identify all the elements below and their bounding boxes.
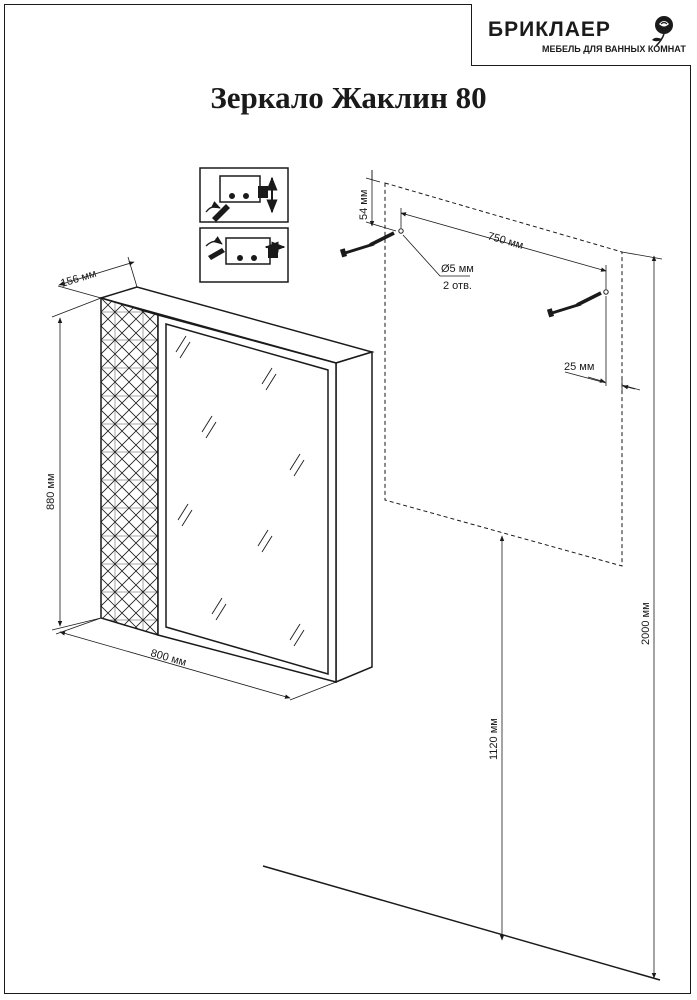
brand-tagline: МЕБЕЛЬ ДЛЯ ВАННЫХ КОМНАТ	[542, 44, 686, 54]
dim-hole-diameter-label: Ø5 мм	[441, 263, 474, 275]
hinge-horizontal-adjust-icon	[199, 227, 289, 283]
dim-mount-height-label: 1120 мм	[488, 718, 500, 760]
mounting-hole	[603, 289, 609, 295]
screw-icon	[339, 231, 395, 258]
hinge-vertical-adjust-icon	[199, 167, 289, 223]
dim-hole-top-label: 54 мм	[358, 190, 370, 220]
dim-hole-side-label: 25 мм	[564, 361, 594, 373]
page-title: Зеркало Жаклин 80	[210, 80, 487, 115]
mounting-hole	[398, 228, 404, 234]
dim-height-label: 880 мм	[45, 473, 57, 510]
dim-width-label: 800 мм	[149, 647, 187, 669]
dim-hole-count-label: 2 отв.	[443, 280, 472, 292]
mirror-cabinet	[98, 286, 375, 684]
mirror-glass	[165, 323, 329, 675]
floor-line	[262, 865, 661, 981]
dim-depth-label: 156 мм	[59, 268, 97, 290]
dim-hole-spacing-label: 750 мм	[486, 230, 524, 252]
dim-total-height-label: 2000 мм	[640, 602, 652, 645]
screw-icon	[546, 291, 602, 318]
decorative-panel	[100, 296, 159, 637]
brand-logo: БРИКЛАЕР МЕБЕЛЬ ДЛЯ ВАННЫХ КОМНАТ	[471, 4, 691, 66]
page-frame	[4, 4, 691, 994]
brand-name: БРИКЛАЕР	[488, 18, 611, 41]
rose-icon	[652, 16, 673, 47]
